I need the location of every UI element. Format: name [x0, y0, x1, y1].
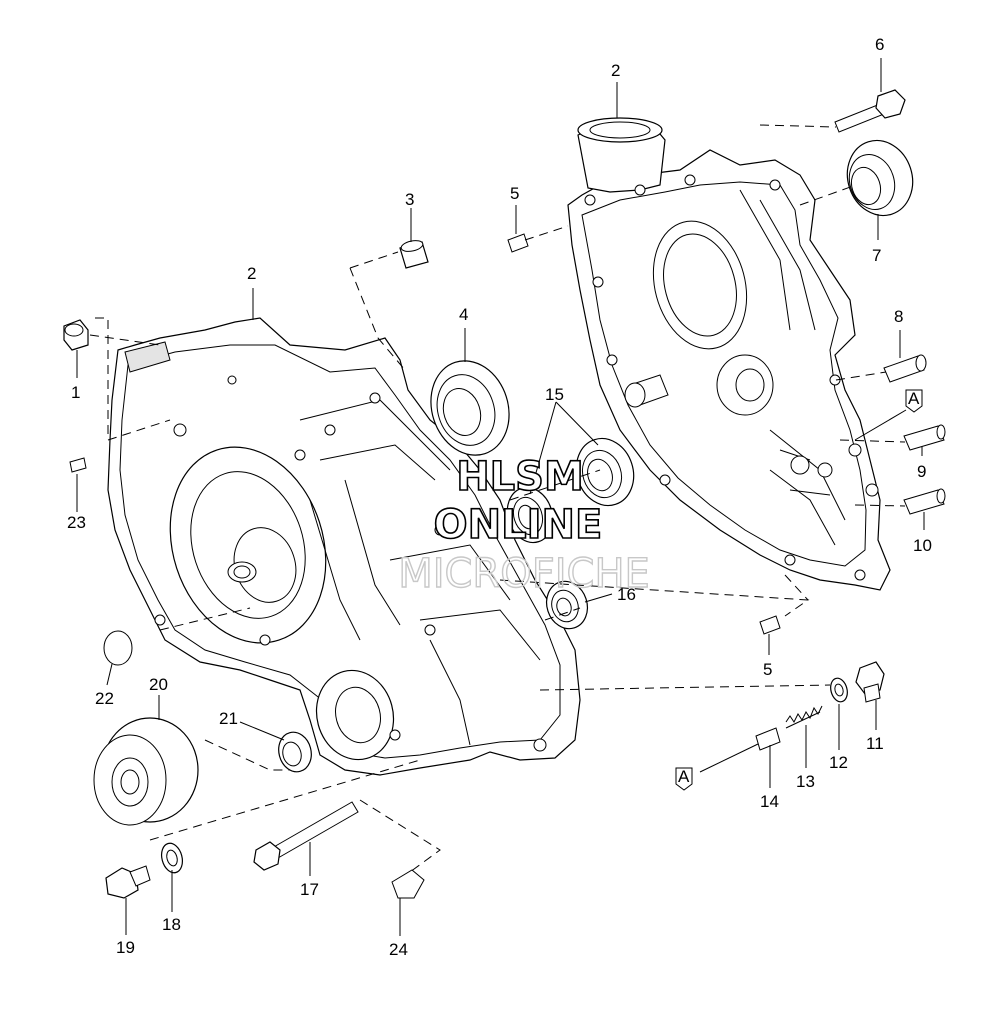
callout-7: 7 [872, 246, 881, 265]
callout-5-upper: 5 [510, 184, 519, 203]
part-4-ball-bearing [430, 360, 510, 456]
callout-2-left: 2 [247, 264, 256, 283]
part-16-ball-bearing [545, 580, 589, 630]
part-22-blind-plug [103, 630, 133, 666]
left-crankcase-half [107, 317, 581, 776]
part-1-nut [63, 319, 89, 351]
callout-5-lower: 5 [763, 660, 772, 679]
callout-12: 12 [829, 753, 848, 772]
part-15-ball-bearing-lower [506, 486, 554, 544]
part-5-dowel-pin-lower [759, 615, 781, 635]
part-18-gasket-washer [160, 842, 184, 874]
part-7-oil-seal [846, 139, 914, 217]
svg-text:A: A [908, 389, 920, 408]
part-21-oil-seal [278, 731, 312, 773]
callout-19: 19 [116, 938, 135, 957]
callout-23: 23 [67, 513, 86, 532]
ref-a-upper: A [905, 389, 923, 413]
right-crankcase-half [567, 117, 891, 591]
part-3-bushing [399, 240, 429, 269]
ref-a-lower: A [675, 767, 693, 791]
part-14-relief-plunger [699, 727, 781, 773]
part-10-fitting [903, 488, 946, 515]
svg-text:A: A [678, 767, 690, 786]
callout-2-right: 2 [611, 61, 620, 80]
part-19-drain-plug [105, 865, 151, 899]
callout-13: 13 [796, 772, 815, 791]
part-20-bearing-cover [93, 717, 199, 826]
part-9-fitting [903, 424, 946, 451]
part-8-pin [883, 354, 927, 383]
callout-15: 15 [545, 385, 564, 404]
callout-16: 16 [617, 585, 636, 604]
callout-20: 20 [149, 675, 168, 694]
callout-11: 11 [866, 734, 884, 753]
watermark: MICROFICHE HLSM ONLINE [397, 453, 650, 598]
callout-22: 22 [95, 689, 114, 708]
part-12-washer [830, 677, 848, 703]
callout-21: 21 [219, 709, 238, 728]
watermark-line-2: ONLINE [434, 502, 603, 548]
callout-24: 24 [389, 940, 408, 959]
callout-8: 8 [894, 307, 903, 326]
callout-numbers: 1 2 2 3 4 5 5 6 7 8 9 10 11 12 13 14 15 … [67, 35, 932, 959]
part-24-guide-pin [391, 869, 425, 899]
watermark-line-1: HLSM [456, 454, 584, 500]
part-23-dowel-pin [69, 457, 87, 473]
callout-14: 14 [760, 792, 779, 811]
watermark-line-3: MICROFICHE [398, 551, 650, 597]
part-6-flange-bolt [834, 89, 906, 133]
part-13-spring [785, 705, 823, 729]
part-17-long-bolt [253, 801, 359, 871]
part-15-ball-bearing-upper [575, 437, 635, 507]
callout-9: 9 [917, 462, 926, 481]
part-5-dowel-pin-upper [507, 233, 529, 253]
callout-18: 18 [162, 915, 181, 934]
callout-4: 4 [459, 305, 468, 324]
callout-10: 10 [913, 536, 932, 555]
part-11-bolt [855, 661, 885, 703]
callout-6: 6 [875, 35, 884, 54]
callout-17: 17 [300, 880, 319, 899]
callout-3: 3 [405, 190, 414, 209]
leader-lines [76, 58, 925, 936]
callout-1: 1 [71, 383, 80, 402]
assembly-lines [89, 124, 906, 873]
